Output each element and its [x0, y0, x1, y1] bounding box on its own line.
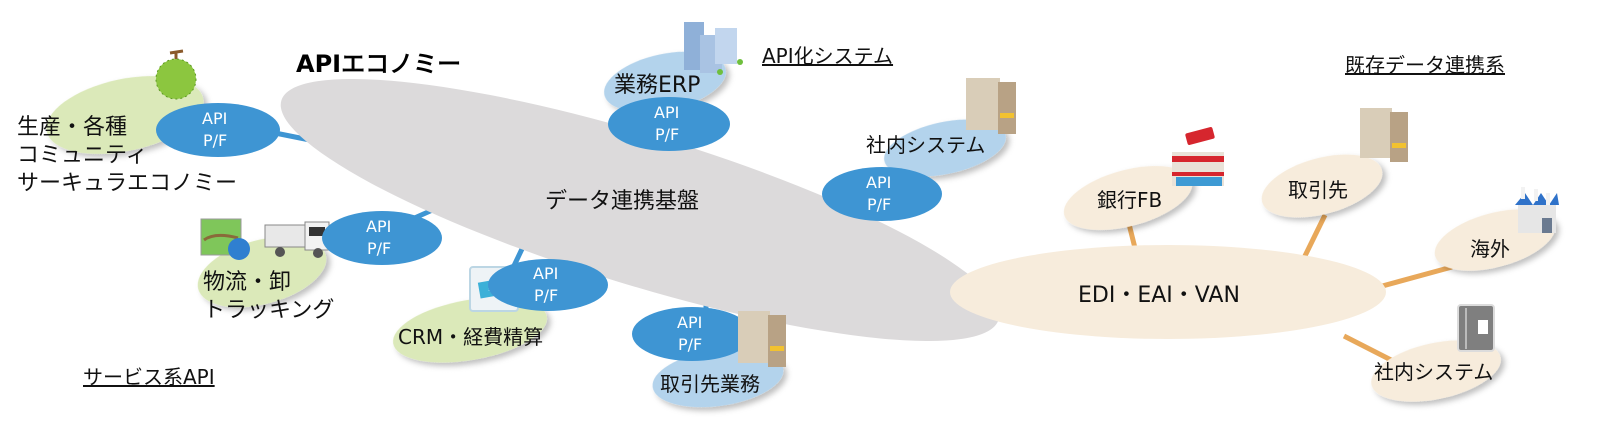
service-node-crm[interactable]: ¥ API P/F CRM・経費精算 — [388, 259, 608, 373]
map-truck-icon — [200, 218, 330, 260]
existing-node-overseas[interactable]: 海外 — [1428, 187, 1562, 282]
data-platform: データ連携基盤 — [280, 78, 1000, 342]
api-pf-line1: API — [533, 264, 558, 283]
node-label: 業務ERP — [614, 73, 700, 98]
edi-label: EDI・EAI・VAN — [1078, 283, 1240, 308]
service-node-production[interactable]: API P/F 生産・各種 コミュニティ サーキュラエコノミー — [17, 49, 280, 196]
building-icon — [1360, 108, 1408, 162]
api-pf-partner-ops[interactable] — [632, 307, 752, 361]
api-node-erp[interactable]: 業務ERP API P/F — [599, 22, 743, 151]
node-label: 社内システム — [866, 133, 985, 157]
edi-shape — [950, 245, 1386, 339]
node-label-line2: トラッキング — [203, 298, 334, 323]
node-label-line1: 物流・卸 — [203, 270, 291, 295]
building-icon — [738, 311, 786, 367]
factory-icon — [1515, 187, 1559, 233]
node-label-line2: コミュニティ — [17, 143, 148, 168]
existing-node-partner[interactable]: 取引先 — [1255, 108, 1408, 229]
connector-overseas — [1374, 264, 1453, 291]
server-icon — [1457, 304, 1495, 352]
node-label-line1: 生産・各種 — [17, 115, 127, 140]
api-pf-crm[interactable] — [488, 259, 608, 311]
api-pf-line2: P/F — [655, 125, 679, 144]
office-buildings-icon — [684, 22, 743, 75]
node-bg — [1063, 166, 1193, 230]
api-pf-line1: API — [677, 313, 702, 332]
node-label: 取引先業務 — [660, 372, 760, 396]
api-pf-line1: API — [866, 173, 891, 192]
section-api-systems: API化システム — [762, 44, 893, 68]
node-label-line3: サーキュラエコノミー — [17, 171, 237, 196]
api-pf-line2: P/F — [367, 239, 391, 258]
api-pf-line2: P/F — [678, 335, 702, 354]
edi-hub: EDI・EAI・VAN — [950, 245, 1386, 339]
melon-icon — [155, 49, 197, 100]
node-label: 取引先 — [1288, 178, 1348, 202]
platform-label: データ連携基盤 — [545, 189, 699, 214]
section-service-api: サービス系API — [83, 365, 215, 389]
diagram-title: APIエコノミー — [296, 50, 461, 78]
api-node-internal[interactable]: 社内システム API P/F — [822, 78, 1016, 221]
api-pf-erp[interactable] — [608, 97, 730, 151]
api-pf-line2: P/F — [534, 286, 558, 305]
api-node-partner-ops[interactable]: API P/F 取引先業務 — [632, 307, 787, 415]
existing-node-bank[interactable]: 銀行FB — [1057, 127, 1224, 243]
node-bg — [1261, 154, 1383, 218]
node-label: CRM・経費精算 — [398, 325, 543, 349]
node-bg — [1371, 340, 1501, 402]
service-node-logistics[interactable]: API P/F 物流・卸 トラッキング — [190, 211, 442, 323]
existing-node-internal2[interactable]: 社内システム — [1366, 304, 1507, 412]
connector-partner — [1299, 213, 1328, 264]
api-pf-line2: P/F — [867, 195, 891, 214]
node-label: 社内システム — [1374, 360, 1493, 384]
connector-internal2 — [1342, 333, 1397, 365]
api-pf-logistics[interactable] — [322, 211, 442, 265]
node-bg — [393, 297, 547, 363]
api-pf-line1: API — [366, 217, 391, 236]
node-label: 海外 — [1470, 237, 1510, 261]
node-bg — [884, 119, 1006, 177]
building-icon — [966, 78, 1016, 134]
api-pf-line2: P/F — [203, 131, 227, 150]
platform-shape — [280, 78, 1000, 342]
node-bg — [652, 348, 784, 408]
api-pf-internal[interactable] — [822, 167, 942, 221]
api-pf-line1: API — [654, 103, 679, 122]
node-label: 銀行FB — [1097, 188, 1162, 212]
api-pf-line1: API — [202, 109, 227, 128]
api-pf-production[interactable] — [156, 103, 280, 157]
bank-icon — [1172, 127, 1224, 186]
section-existing-integration: 既存データ連携系 — [1345, 53, 1505, 77]
